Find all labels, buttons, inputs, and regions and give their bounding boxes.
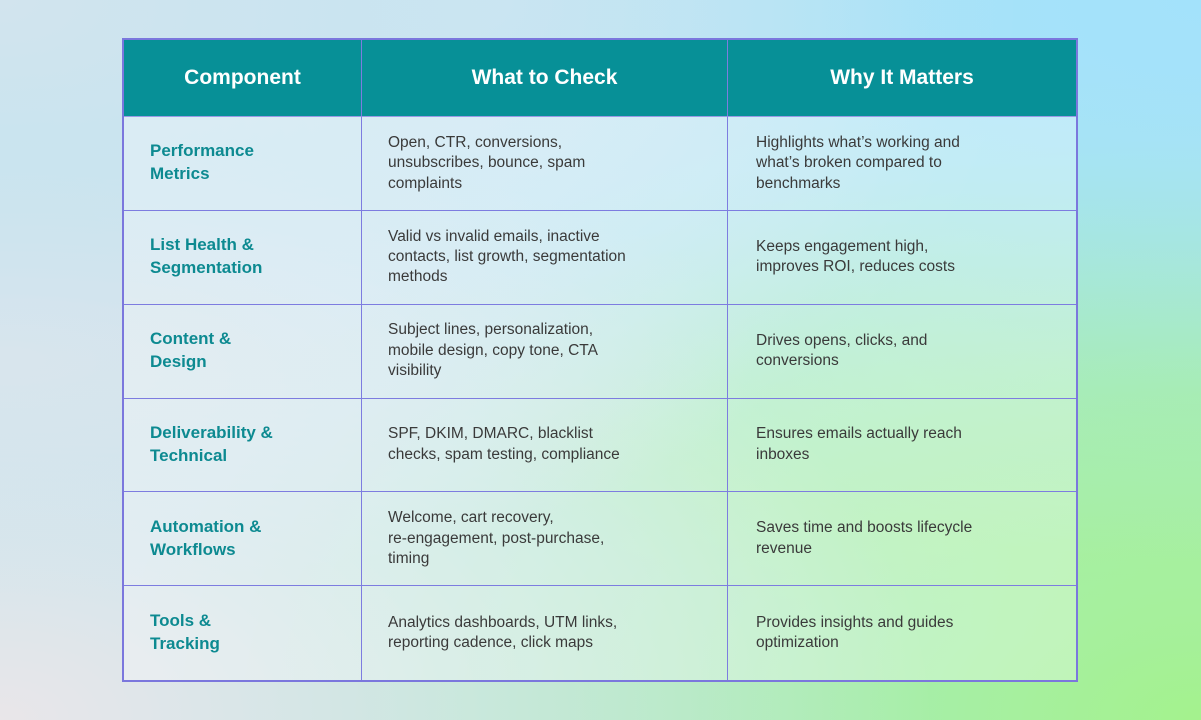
cell-why-it-matters: Saves time and boosts lifecycle revenue <box>728 492 1076 587</box>
row-label-content-design: Content & Design <box>124 304 362 399</box>
cell-what-to-check: Welcome, cart recovery, re-engagement, p… <box>362 492 728 587</box>
cell-why-it-matters: Ensures emails actually reach inboxes <box>728 399 1076 493</box>
cell-why-it-matters: Highlights what’s working and what’s bro… <box>728 117 1076 211</box>
row-label-performance-metrics: Performance Metrics <box>124 117 362 211</box>
row-label-list-health-segmentation: List Health & Segmentation <box>124 210 362 305</box>
row-label-tools-tracking: Tools & Tracking <box>124 586 362 680</box>
cell-why-it-matters: Drives opens, clicks, and conversions <box>728 305 1076 399</box>
cell-what-to-check: Analytics dashboards, UTM links, reporti… <box>362 586 728 680</box>
cell-what-to-check: SPF, DKIM, DMARC, blacklist checks, spam… <box>362 398 728 493</box>
cell-why-it-matters: Keeps engagement high, improves ROI, red… <box>728 211 1076 305</box>
header-cell-why-it-matters: Why It Matters <box>728 40 1076 117</box>
cell-what-to-check: Open, CTR, conversions, unsubscribes, bo… <box>362 117 728 211</box>
cell-why-it-matters: Provides insights and guides optimizatio… <box>756 613 954 652</box>
row-label-deliverability-technical: Deliverability & Technical <box>124 398 362 493</box>
header-cell-component: Component <box>124 40 362 117</box>
cell-what-to-check: Subject lines, personalization, mobile d… <box>362 304 728 399</box>
email-audit-table: Component What to Check Why It Matters P… <box>122 38 1078 682</box>
row-label-automation-workflows: Automation & Workflows <box>124 492 362 587</box>
cell-what-to-check: Valid vs invalid emails, inactive contac… <box>362 210 728 305</box>
header-cell-what-to-check: What to Check <box>362 40 728 117</box>
